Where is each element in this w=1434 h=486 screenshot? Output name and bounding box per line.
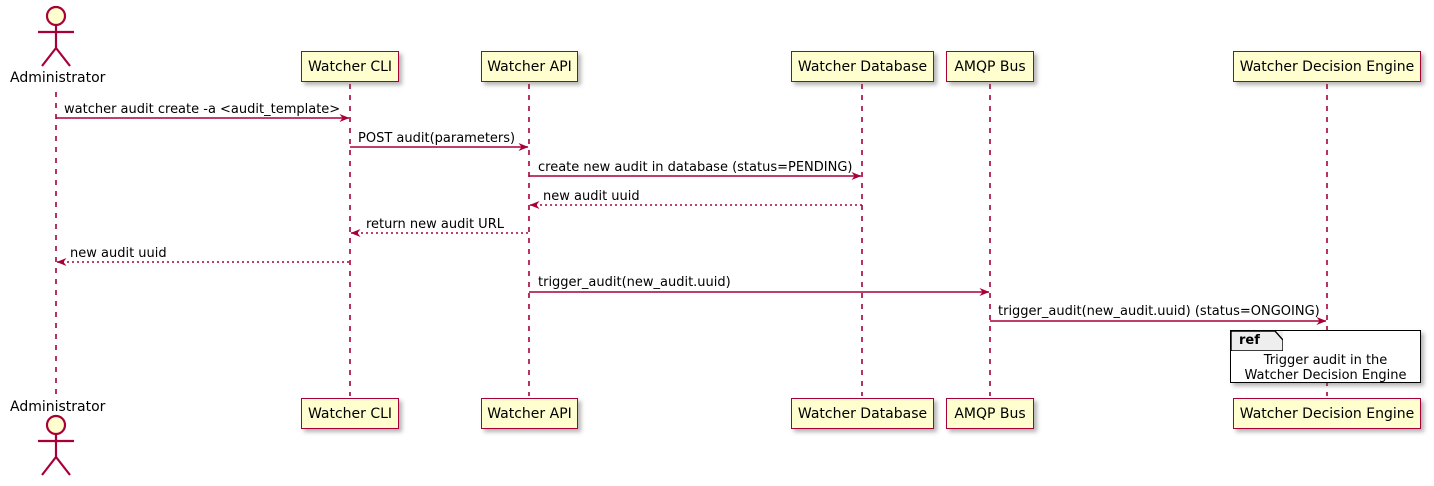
- participant-label: Watcher CLI: [307, 58, 393, 75]
- participant-box-amqp-bus-top[interactable]: AMQP Bus: [946, 51, 1034, 82]
- participant-box-watcher-decision-engine-top[interactable]: Watcher Decision Engine: [1233, 51, 1421, 82]
- participant-box-watcher-decision-engine-bottom[interactable]: Watcher Decision Engine: [1233, 398, 1421, 429]
- participant-label: Watcher Decision Engine: [1239, 405, 1415, 422]
- participant-label: AMQP Bus: [954, 58, 1026, 75]
- participant-label: Watcher Database: [797, 405, 928, 422]
- lifelines: [55, 84, 1328, 396]
- ref-fragment-tab-label: ref: [1239, 333, 1260, 348]
- actor-figure-administrator-top: [38, 5, 74, 67]
- participant-label: Watcher Database: [797, 58, 928, 75]
- ref-fragment-body: Trigger audit in the Watcher Decision En…: [1231, 353, 1420, 383]
- participant-label: Watcher CLI: [307, 405, 393, 422]
- participant-box-watcher-api-top[interactable]: Watcher API: [481, 51, 578, 82]
- ref-fragment-line-1: Trigger audit in the: [1263, 353, 1388, 368]
- actor-label-administrator-top: Administrator: [10, 70, 106, 86]
- message-label-create-new-audit: create new audit in database (status=PEN…: [538, 160, 853, 175]
- ref-fragment-tab: ref: [1231, 331, 1283, 351]
- ref-fragment: ref Trigger audit in the Watcher Decisio…: [1230, 330, 1421, 383]
- participant-box-watcher-cli-bottom[interactable]: Watcher CLI: [301, 398, 399, 429]
- ref-tab-shape: [1231, 331, 1283, 351]
- participant-box-watcher-api-bottom[interactable]: Watcher API: [481, 398, 578, 429]
- participant-label: Watcher API: [487, 405, 572, 422]
- ref-fragment-line-2: Watcher Decision Engine: [1244, 368, 1407, 383]
- participant-box-watcher-cli-top[interactable]: Watcher CLI: [301, 51, 399, 82]
- actor-figure-administrator-bottom: [38, 414, 74, 476]
- message-label-trigger-audit: trigger_audit(new_audit.uuid): [538, 275, 731, 290]
- message-label-return-new-audit-url: return new audit URL: [366, 217, 504, 232]
- actor-label-administrator-bottom: Administrator: [10, 399, 106, 415]
- participant-label: Watcher Decision Engine: [1239, 58, 1415, 75]
- message-label-new-audit-uuid-db: new audit uuid: [543, 189, 640, 204]
- participant-box-watcher-database-bottom[interactable]: Watcher Database: [791, 398, 934, 429]
- participant-box-watcher-database-top[interactable]: Watcher Database: [791, 51, 934, 82]
- message-label-watcher-audit-create: watcher audit create -a <audit_template>: [64, 102, 341, 117]
- message-label-new-audit-uuid-cli: new audit uuid: [70, 246, 167, 261]
- message-arrows: [56, 114, 1327, 325]
- participant-label: Watcher API: [487, 58, 572, 75]
- message-label-post-audit: POST audit(parameters): [358, 131, 516, 146]
- participant-label: AMQP Bus: [954, 405, 1026, 422]
- message-label-trigger-audit-ongoing: trigger_audit(new_audit.uuid) (status=ON…: [998, 304, 1320, 319]
- participant-box-amqp-bus-bottom[interactable]: AMQP Bus: [946, 398, 1034, 429]
